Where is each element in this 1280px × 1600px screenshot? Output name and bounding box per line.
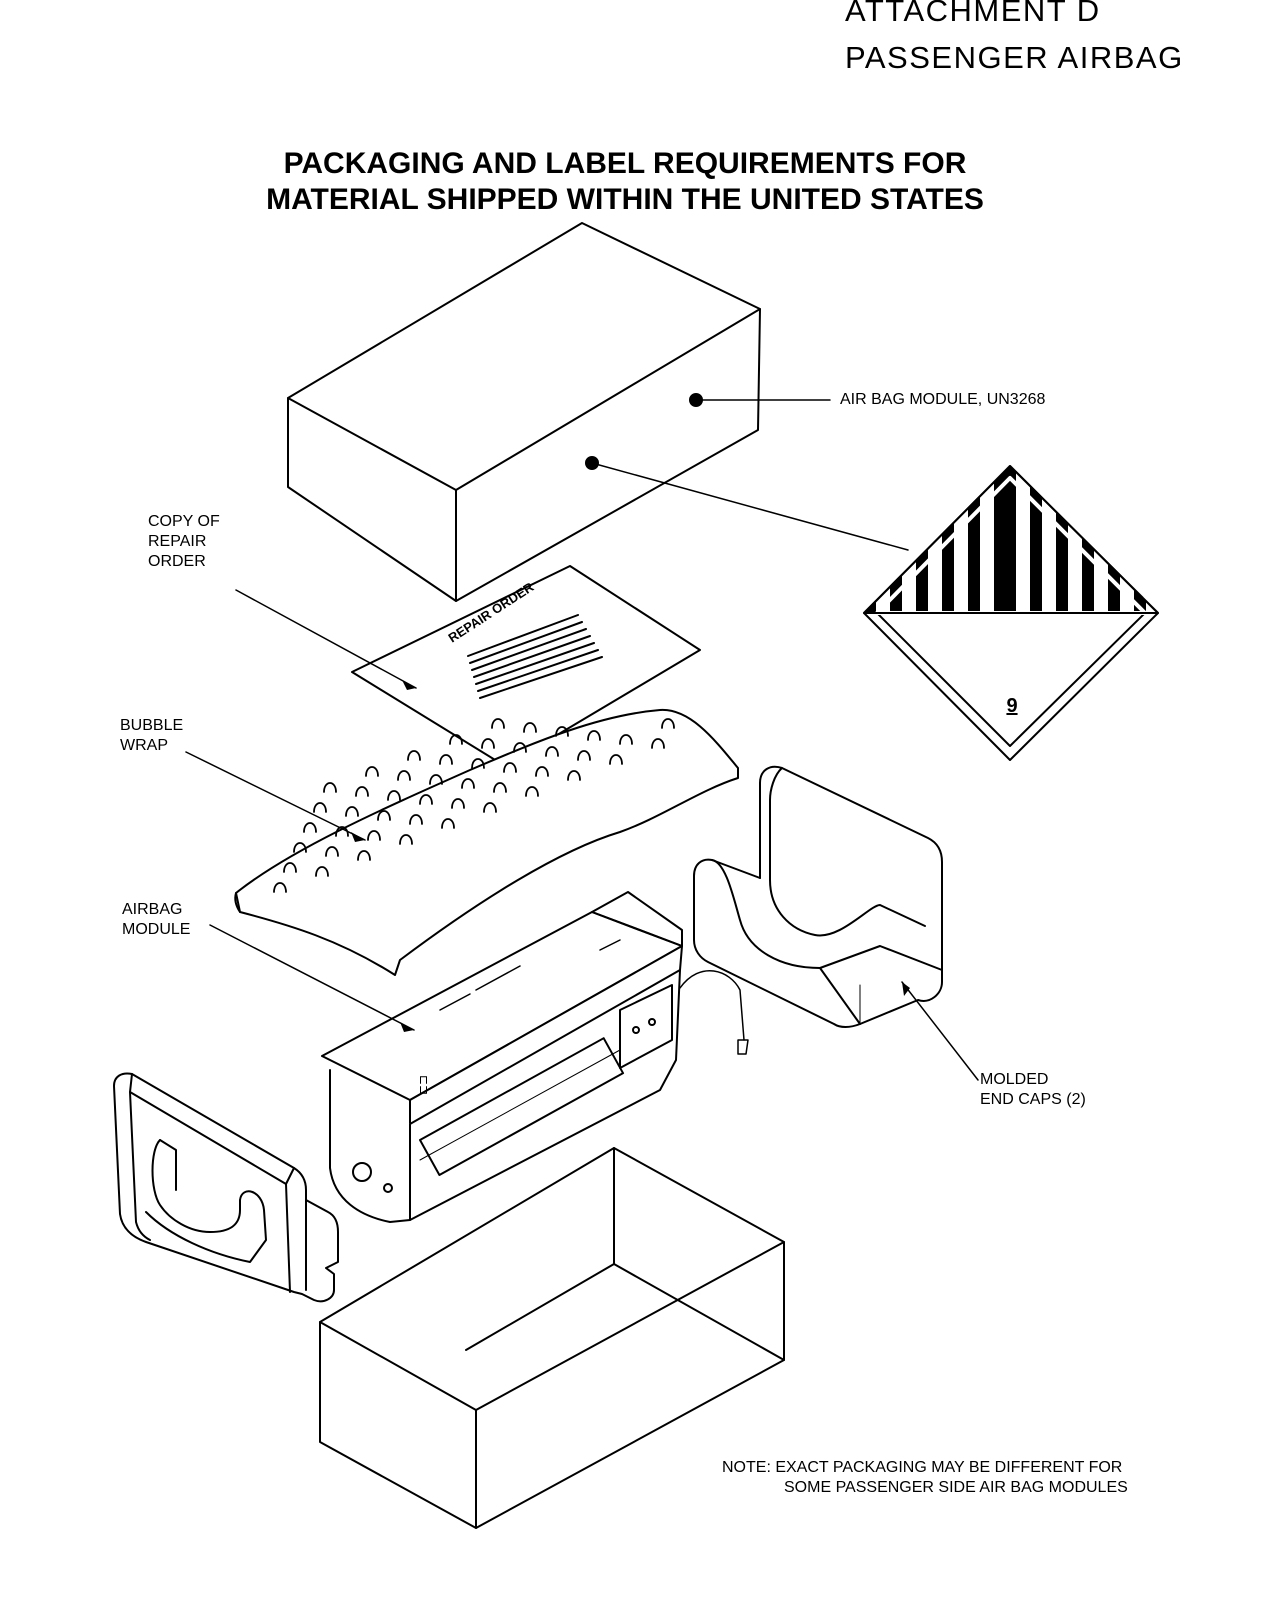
note-line-2: SOME PASSENGER SIDE AIR BAG MODULES (784, 1479, 1128, 1496)
bubble (461, 778, 475, 789)
bubble (325, 846, 339, 857)
label-copy-line-1: COPY OF (148, 513, 220, 530)
label-airbag-line-2: MODULE (122, 921, 191, 938)
leader-airbag-module (209, 924, 415, 1031)
class-9-hazard-label: 9 (863, 465, 1159, 761)
bubble (387, 790, 401, 801)
bubble (491, 718, 505, 729)
passenger-airbag-heading: PASSENGER AIRBAG (845, 40, 1184, 75)
label-molded-end-caps: MOLDED END CAPS (2) (980, 1070, 1086, 1110)
bubble (523, 722, 537, 733)
bubble (577, 750, 591, 761)
leader-end-caps (901, 981, 979, 1081)
label-bubble-line-1: BUBBLE (120, 717, 184, 734)
hazard-class-number: 9 (1006, 695, 1017, 717)
page-title-line-1: PACKAGING AND LABEL REQUIREMENTS FOR (283, 147, 967, 180)
label-endcaps-line-1: MOLDED (980, 1071, 1049, 1088)
bubble (377, 810, 391, 821)
note-line-1: NOTE: EXACT PACKAGING MAY BE DIFFERENT F… (722, 1459, 1123, 1476)
bubble (313, 802, 327, 813)
bubble (367, 830, 381, 841)
label-airbag-module: AIRBAG MODULE (122, 900, 190, 940)
bubble (345, 806, 359, 817)
bubble (525, 786, 539, 797)
label-endcaps-line-2: END CAPS (2) (980, 1091, 1086, 1108)
bubble (441, 818, 455, 829)
bubble (483, 802, 497, 813)
bubble (323, 782, 337, 793)
bubble (545, 746, 559, 757)
bubble (357, 850, 371, 861)
page-title-line-2: MATERIAL SHIPPED WITHIN THE UNITED STATE… (266, 183, 984, 216)
bubble (293, 842, 307, 853)
end-cap-left (113, 1072, 339, 1303)
label-copy-line-3: ORDER (148, 553, 206, 570)
bubble (661, 718, 675, 729)
bubble (513, 742, 527, 753)
bubble (503, 762, 517, 773)
attachment-heading: ATTACHMENT D (845, 0, 1101, 28)
bubble (481, 738, 495, 749)
bubble (609, 754, 623, 765)
bubble (429, 774, 443, 785)
box-lid (287, 222, 761, 602)
svg-text:⊏⊐: ⊏⊐ (417, 1075, 431, 1095)
bubble (365, 766, 379, 777)
leader-bubble-wrap (185, 751, 366, 841)
bubble (587, 730, 601, 741)
label-copy-line-2: REPAIR (148, 533, 207, 550)
bubble (439, 754, 453, 765)
bubble (409, 814, 423, 825)
label-airbag-module-un: AIR BAG MODULE, UN3268 (840, 391, 1046, 408)
airbag-module: ⊏⊐ (321, 891, 749, 1223)
bubble (335, 826, 349, 837)
bubble (619, 734, 633, 745)
bubble (493, 782, 507, 793)
end-cap-right (693, 765, 943, 1028)
leader-hazard-label (591, 462, 909, 551)
bubble (535, 766, 549, 777)
bubble-wrap (234, 708, 739, 976)
packaging-note: NOTE: EXACT PACKAGING MAY BE DIFFERENT F… (722, 1458, 1128, 1498)
leader-repair-order (235, 589, 417, 689)
bubble (407, 750, 421, 761)
label-bubble-wrap: BUBBLE WRAP (120, 716, 183, 756)
bubble (303, 822, 317, 833)
bubble (399, 834, 413, 845)
bubble (471, 758, 485, 769)
bubble (651, 738, 665, 749)
bubble (555, 726, 569, 737)
bottom-box (319, 1147, 785, 1529)
bubble (567, 770, 581, 781)
bubble (449, 734, 463, 745)
label-copy-of-repair-order: COPY OF REPAIR ORDER (148, 512, 220, 572)
label-airbag-line-1: AIRBAG (122, 901, 183, 918)
bubble (273, 882, 287, 893)
bubble (451, 798, 465, 809)
bubble (315, 866, 329, 877)
bubble (283, 862, 297, 873)
bubble (355, 786, 369, 797)
label-bubble-line-2: WRAP (120, 737, 168, 754)
bubble (419, 794, 433, 805)
bubble (397, 770, 411, 781)
